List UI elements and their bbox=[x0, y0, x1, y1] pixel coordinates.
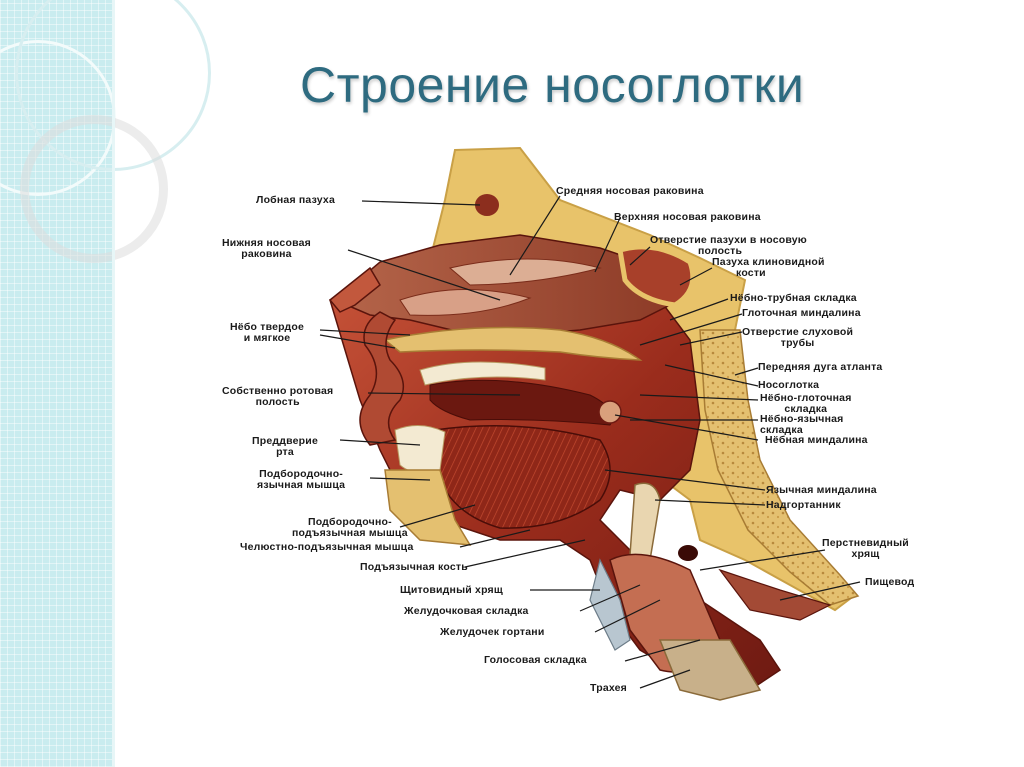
label-line: складка bbox=[784, 403, 828, 415]
label-line: подъязычная мышца bbox=[292, 527, 408, 539]
label-line: рта bbox=[276, 446, 294, 458]
label-frontal-sinus: Лобная пазуха bbox=[256, 194, 336, 206]
label-line: Отверстие пазухи в носовую bbox=[650, 234, 807, 246]
slide-title: Строение носоглотки bbox=[300, 57, 805, 113]
label-salpingopalatine-fold: Нёбно-трубная складка bbox=[730, 292, 857, 304]
label-palatoglossal-fold: Нёбно-язычная складка bbox=[760, 414, 843, 436]
label-atlas-anterior-arch: Передняя дуга атланта bbox=[758, 361, 883, 373]
thyroid-cartilage-shape bbox=[589, 558, 631, 651]
label-oral-cavity-proper: Собственно ротовая полость bbox=[222, 386, 333, 408]
label-line: полость bbox=[698, 245, 743, 257]
sphenoid-sinus bbox=[617, 244, 696, 308]
label-line: Собственно ротовая bbox=[222, 385, 334, 397]
label-auditory-tube-opening: Отверстие слуховой трубы bbox=[742, 327, 853, 349]
label-line: Пазуха клиновидной bbox=[712, 256, 825, 268]
sidebar-edge bbox=[112, 0, 115, 767]
label-line: Подбородочно- bbox=[307, 516, 392, 528]
label-oral-vestibule: Преддверие рта bbox=[252, 436, 318, 458]
label-sinus-opening: Отверстие пазухи в носовую полость bbox=[650, 235, 807, 257]
label-palatopharyngeal-fold: Нёбно-глоточная складка bbox=[760, 393, 852, 415]
decorative-ring bbox=[20, 115, 168, 263]
label-line: и мягкое bbox=[243, 332, 291, 344]
label-line: складка bbox=[760, 424, 803, 436]
label-cricoid-cartilage: Перстневидный хрящ bbox=[822, 538, 909, 560]
label-line: Отверстие слуховой bbox=[742, 326, 854, 338]
label-thyroid-cartilage: Щитовидный хрящ bbox=[400, 584, 503, 596]
label-line: хрящ bbox=[851, 548, 880, 560]
label-esophagus: Пищевод bbox=[865, 576, 915, 588]
label-line: Подбородочно- bbox=[259, 468, 343, 480]
label-line: кости bbox=[736, 267, 766, 279]
label-middle-nasal-concha: Средняя носовая раковина bbox=[556, 185, 704, 197]
label-line: Нёбно-глоточная bbox=[760, 392, 852, 404]
esophagus-shape bbox=[718, 568, 832, 621]
label-laryngeal-ventricle: Желудочек гортани bbox=[440, 626, 545, 638]
decorative-sidebar bbox=[0, 0, 211, 767]
label-line: Преддверие bbox=[252, 435, 318, 447]
hard-soft-palate bbox=[383, 326, 643, 361]
label-geniohyoid-muscle: Подбородочно- подъязычная мышца bbox=[292, 517, 408, 539]
label-line: трубы bbox=[780, 337, 815, 349]
nose-external bbox=[328, 266, 381, 313]
oral-cavity bbox=[429, 379, 613, 426]
label-vocal-fold: Голосовая складка bbox=[484, 654, 587, 666]
label-nasopharynx: Носоглотка bbox=[758, 379, 820, 391]
label-line: Нёбно-язычная bbox=[760, 413, 844, 425]
label-mylohyoid-muscle: Челюстно-подъязычная мышца bbox=[240, 541, 414, 553]
label-hyoid-bone: Подъязычная кость bbox=[360, 561, 468, 573]
label-genioglossus-muscle: Подбородочно- язычная мышца bbox=[257, 469, 345, 491]
label-sphenoid-sinus: Пазуха клиновидной кости bbox=[712, 257, 825, 279]
label-pharyngeal-tonsil: Глоточная миндалина bbox=[742, 307, 861, 319]
laryngeal-cavity bbox=[678, 545, 698, 561]
label-lingual-tonsil: Язычная миндалина bbox=[766, 484, 877, 496]
epiglottis-shape bbox=[629, 482, 661, 565]
nasal-concha-middle bbox=[448, 258, 602, 286]
palatine-tonsil-shape bbox=[598, 400, 622, 424]
label-trachea: Трахея bbox=[590, 682, 628, 694]
label-superior-nasal-concha: Верхняя носовая раковина bbox=[614, 211, 761, 223]
label-inferior-nasal-concha: Нижняя носовая раковина bbox=[222, 238, 311, 260]
nasal-concha-inferior bbox=[399, 289, 532, 316]
label-palatine-tonsil: Нёбная миндалина bbox=[765, 434, 868, 446]
label-epiglottis: Надгортанник bbox=[766, 499, 841, 511]
label-line: язычная мышца bbox=[257, 479, 346, 491]
tongue bbox=[434, 425, 611, 529]
upper-teeth bbox=[419, 361, 546, 386]
label-line: раковина bbox=[241, 248, 292, 260]
trachea-shape bbox=[658, 639, 762, 701]
lower-teeth bbox=[394, 425, 446, 474]
label-hard-soft-palate: Нёбо твердое и мягкое bbox=[230, 322, 304, 344]
lips bbox=[359, 311, 405, 446]
label-line: полость bbox=[255, 396, 300, 408]
leader-lines bbox=[319, 195, 861, 689]
label-line: Перстневидный bbox=[822, 537, 909, 549]
label-line: Нёбо твердое bbox=[230, 321, 305, 333]
label-line: Нижняя носовая bbox=[222, 237, 311, 249]
label-ventricular-fold: Желудочковая складка bbox=[404, 605, 529, 617]
